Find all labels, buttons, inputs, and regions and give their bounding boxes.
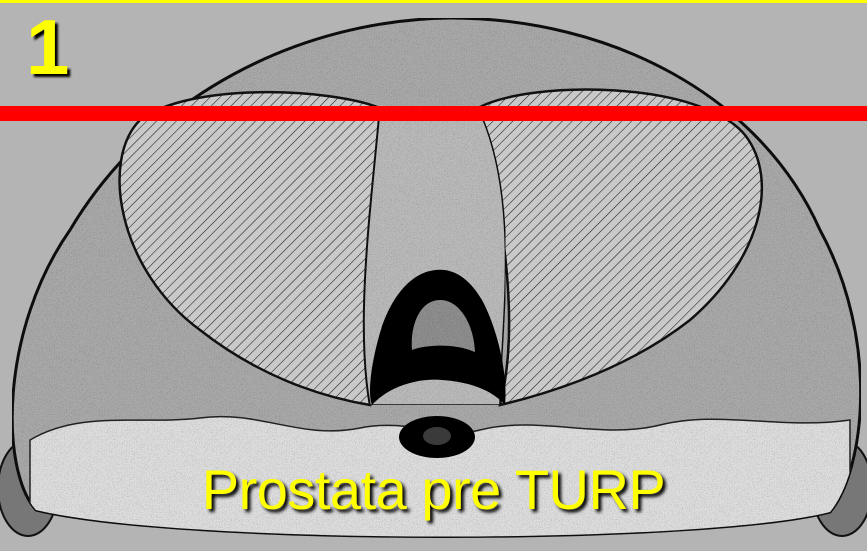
yellow-frame-edge	[0, 0, 867, 3]
cut-level-line	[0, 106, 867, 121]
slide-caption: Prostata pre TURP	[0, 462, 867, 518]
step-number: 1	[26, 8, 69, 86]
